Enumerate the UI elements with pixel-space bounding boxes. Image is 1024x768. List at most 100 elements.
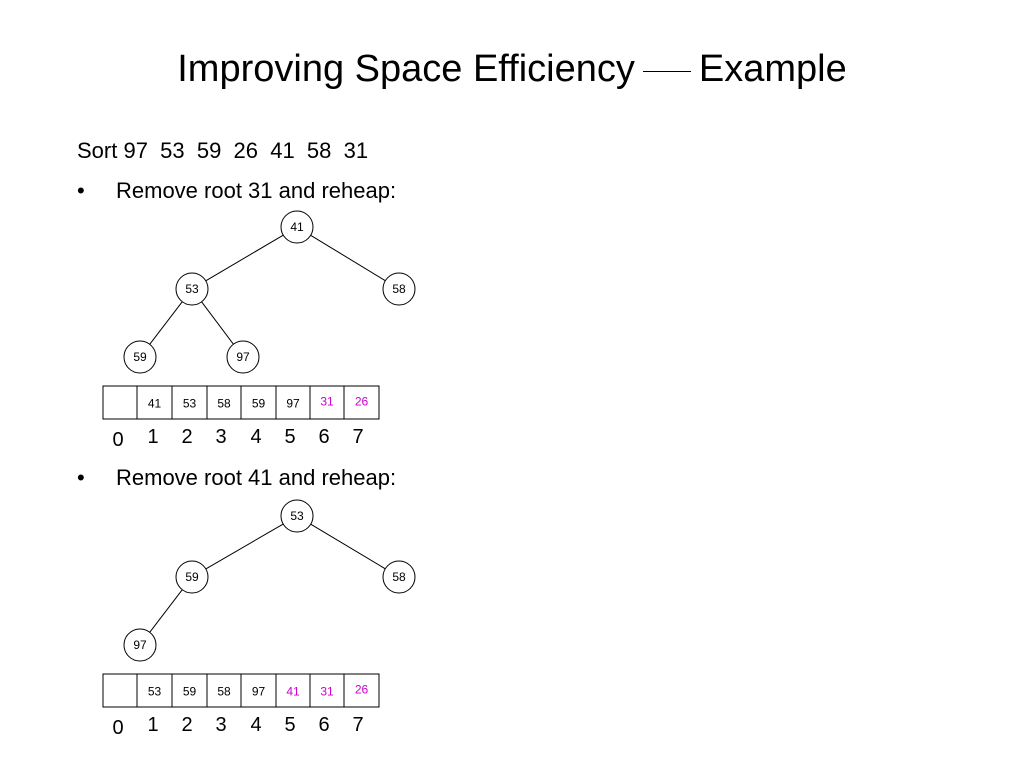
cell-value: 97 <box>286 397 300 411</box>
cell-box <box>343 673 380 708</box>
cell-box <box>275 673 311 708</box>
cell-box <box>136 385 173 420</box>
array-index: 1 <box>147 714 158 736</box>
cell-value: 31 <box>320 395 334 409</box>
array-index: 3 <box>215 714 226 736</box>
cell-value: 59 <box>252 397 266 411</box>
cell-value: 31 <box>320 685 334 699</box>
tree-node: 53 <box>280 499 314 533</box>
cell-value: 58 <box>217 685 231 699</box>
cell-box <box>102 385 138 420</box>
slide-title: Improving Space Efficiency Example <box>0 44 1024 94</box>
node-value: 53 <box>290 509 304 523</box>
array-cell: 26 <box>343 385 380 420</box>
node-circle <box>226 340 260 374</box>
node-circle <box>280 499 314 533</box>
tree-node: 58 <box>382 272 416 306</box>
cell-value: 53 <box>148 685 162 699</box>
cell-box <box>136 673 173 708</box>
node-circle <box>280 210 314 244</box>
array-index: 0 <box>112 429 123 451</box>
array-cell: 41 <box>136 385 173 420</box>
cell-box <box>102 673 138 708</box>
array-index: 6 <box>318 714 329 736</box>
node-value: 58 <box>392 570 406 584</box>
array-cell: 31 <box>309 673 345 708</box>
array-cell: 31 <box>309 385 345 420</box>
node-value: 59 <box>185 570 199 584</box>
tree-node: 59 <box>123 340 157 374</box>
cell-value: 41 <box>148 397 162 411</box>
tree-edge <box>310 523 386 570</box>
node-value: 59 <box>133 350 147 364</box>
cell-box <box>275 385 311 420</box>
node-circle <box>382 560 416 594</box>
array-cell: 26 <box>343 673 380 708</box>
array-cell: 97 <box>240 673 277 708</box>
node-value: 41 <box>290 220 304 234</box>
array-cell <box>102 385 138 420</box>
cell-box <box>206 673 242 708</box>
cell-value: 97 <box>252 685 266 699</box>
array-index: 5 <box>284 714 295 736</box>
array-cell: 97 <box>275 385 311 420</box>
array-index: 4 <box>250 426 261 448</box>
node-value: 97 <box>236 350 250 364</box>
array-cell: 53 <box>171 385 208 420</box>
array-index: 2 <box>181 714 192 736</box>
array-index: 7 <box>352 714 363 736</box>
array-index: 2 <box>181 426 192 448</box>
tree-edge <box>310 234 386 282</box>
node-circle <box>123 340 157 374</box>
tree-edge <box>149 301 183 345</box>
sort-sequence: Sort 97 53 59 26 41 58 31 <box>77 138 369 163</box>
title-dash <box>642 70 691 72</box>
title-left: Improving Space Efficiency <box>177 48 635 90</box>
array-index: 3 <box>215 426 226 448</box>
array-index: 7 <box>352 426 363 448</box>
tree-edge <box>205 523 284 570</box>
tree-node: 97 <box>226 340 260 374</box>
array-cell: 59 <box>171 673 208 708</box>
cell-value: 26 <box>355 683 369 697</box>
tree-edge <box>201 301 234 345</box>
array-index: 5 <box>284 426 295 448</box>
title-right: Example <box>698 48 847 90</box>
step-2-diagram: 53 59 58 97 53 59 58 97 41 31 26 0 1 2 3 4 5 6 7 <box>102 499 416 739</box>
cell-box <box>240 385 277 420</box>
array-cell: 53 <box>136 673 173 708</box>
tree-edge <box>205 234 284 282</box>
array-cell: 58 <box>206 673 242 708</box>
tree-node: 58 <box>382 560 416 594</box>
cell-value: 41 <box>286 685 300 699</box>
cell-value: 58 <box>217 397 231 411</box>
node-circle <box>382 272 416 306</box>
array-cell: 41 <box>275 673 311 708</box>
cell-box <box>171 673 208 708</box>
step-1-text: Remove root 31 and reheap: <box>116 178 397 203</box>
node-circle <box>175 272 209 306</box>
array-index: 4 <box>250 714 261 736</box>
tree-node: 59 <box>175 560 209 594</box>
node-circle <box>123 628 157 662</box>
node-value: 58 <box>392 282 406 296</box>
node-value: 53 <box>185 282 199 296</box>
array-cell: 59 <box>240 385 277 420</box>
cell-value: 59 <box>183 685 197 699</box>
bullet-dot: • <box>77 178 85 203</box>
array-cell: 58 <box>206 385 242 420</box>
cell-value: 53 <box>183 397 197 411</box>
cell-box <box>171 385 208 420</box>
array-index: 1 <box>147 426 158 448</box>
bullet-dot: • <box>77 465 85 490</box>
step-2-text: Remove root 41 and reheap: <box>116 465 397 490</box>
cell-value: 26 <box>355 395 369 409</box>
array-cell <box>102 673 138 708</box>
tree-node: 53 <box>175 272 209 306</box>
node-value: 97 <box>133 638 147 652</box>
array-index: 0 <box>112 717 123 739</box>
tree-node: 97 <box>123 628 157 662</box>
